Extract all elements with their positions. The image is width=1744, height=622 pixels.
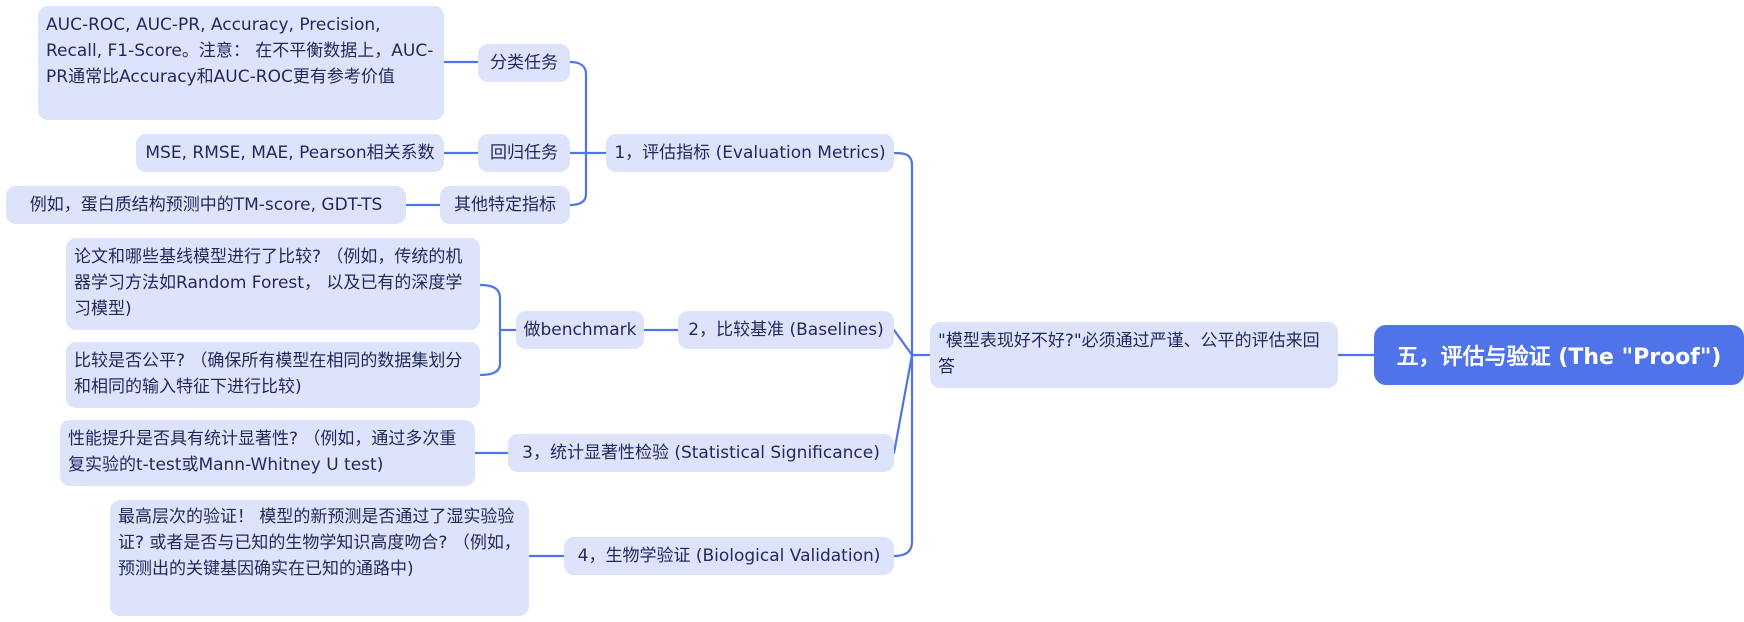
detail-other-metrics-text: 例如，蛋白质结构预测中的TM-score, GDT-TS <box>29 195 383 215</box>
branch-statistical-significance-label: 3，统计显著性检验 (Statistical Significance) <box>522 443 880 463</box>
subtopic-benchmark-label: 做benchmark <box>523 320 637 340</box>
subtopic-other-metrics-label: 其他特定指标 <box>454 195 556 215</box>
question-node[interactable]: "模型表现好不好?"必须通过严谨、公平的评估来回答 <box>930 322 1338 388</box>
branch-evaluation-metrics-label: 1，评估指标 (Evaluation Metrics) <box>614 143 886 163</box>
subtopic-regression[interactable]: 回归任务 <box>478 134 570 172</box>
detail-other-metrics[interactable]: 例如，蛋白质结构预测中的TM-score, GDT-TS <box>6 186 406 224</box>
detail-fair-comparison[interactable]: 比较是否公平? （确保所有模型在相同的数据集划分和相同的输入特征下进行比较) <box>66 342 480 408</box>
detail-regression-metrics[interactable]: MSE, RMSE, MAE, Pearson相关系数 <box>136 134 444 172</box>
branch-evaluation-metrics[interactable]: 1，评估指标 (Evaluation Metrics) <box>606 134 894 172</box>
detail-significance-test-text: 性能提升是否具有统计显著性? （例如，通过多次重复实验的t-test或Mann-… <box>68 429 457 475</box>
branch-baselines[interactable]: 2，比较基准 (Baselines) <box>678 311 894 349</box>
detail-regression-text: MSE, RMSE, MAE, Pearson相关系数 <box>145 143 435 163</box>
question-label: "模型表现好不好?"必须通过严谨、公平的评估来回答 <box>938 331 1320 377</box>
detail-baseline-models[interactable]: 论文和哪些基线模型进行了比较? （例如，传统的机器学习方法如Random For… <box>66 238 480 330</box>
detail-significance-test[interactable]: 性能提升是否具有统计显著性? （例如，通过多次重复实验的t-test或Mann-… <box>60 420 475 486</box>
subtopic-classification[interactable]: 分类任务 <box>478 44 570 82</box>
subtopic-regression-label: 回归任务 <box>490 143 558 163</box>
branch-statistical-significance[interactable]: 3，统计显著性检验 (Statistical Significance) <box>508 434 894 472</box>
detail-biological-validation[interactable]: 最高层次的验证！ 模型的新预测是否通过了湿实验验证? 或者是否与已知的生物学知识… <box>110 500 529 616</box>
detail-biological-validation-text: 最高层次的验证！ 模型的新预测是否通过了湿实验验证? 或者是否与已知的生物学知识… <box>118 507 521 579</box>
branch-biological-validation[interactable]: 4，生物学验证 (Biological Validation) <box>564 537 894 575</box>
root-node[interactable]: 五，评估与验证 (The "Proof") <box>1374 325 1744 385</box>
subtopic-other-metrics[interactable]: 其他特定指标 <box>440 186 570 224</box>
root-label: 五，评估与验证 (The "Proof") <box>1396 345 1722 370</box>
subtopic-benchmark[interactable]: 做benchmark <box>516 311 644 349</box>
detail-baseline-models-text: 论文和哪些基线模型进行了比较? （例如，传统的机器学习方法如Random For… <box>74 247 463 319</box>
detail-fair-comparison-text: 比较是否公平? （确保所有模型在相同的数据集划分和相同的输入特征下进行比较) <box>74 351 463 397</box>
subtopic-classification-label: 分类任务 <box>490 53 558 73</box>
branch-biological-validation-label: 4，生物学验证 (Biological Validation) <box>577 546 881 566</box>
branch-baselines-label: 2，比较基准 (Baselines) <box>688 320 884 340</box>
detail-classification-metrics[interactable]: AUC-ROC, AUC-PR, Accuracy, Precision, Re… <box>38 6 444 120</box>
detail-classification-text: AUC-ROC, AUC-PR, Accuracy, Precision, Re… <box>46 15 434 87</box>
